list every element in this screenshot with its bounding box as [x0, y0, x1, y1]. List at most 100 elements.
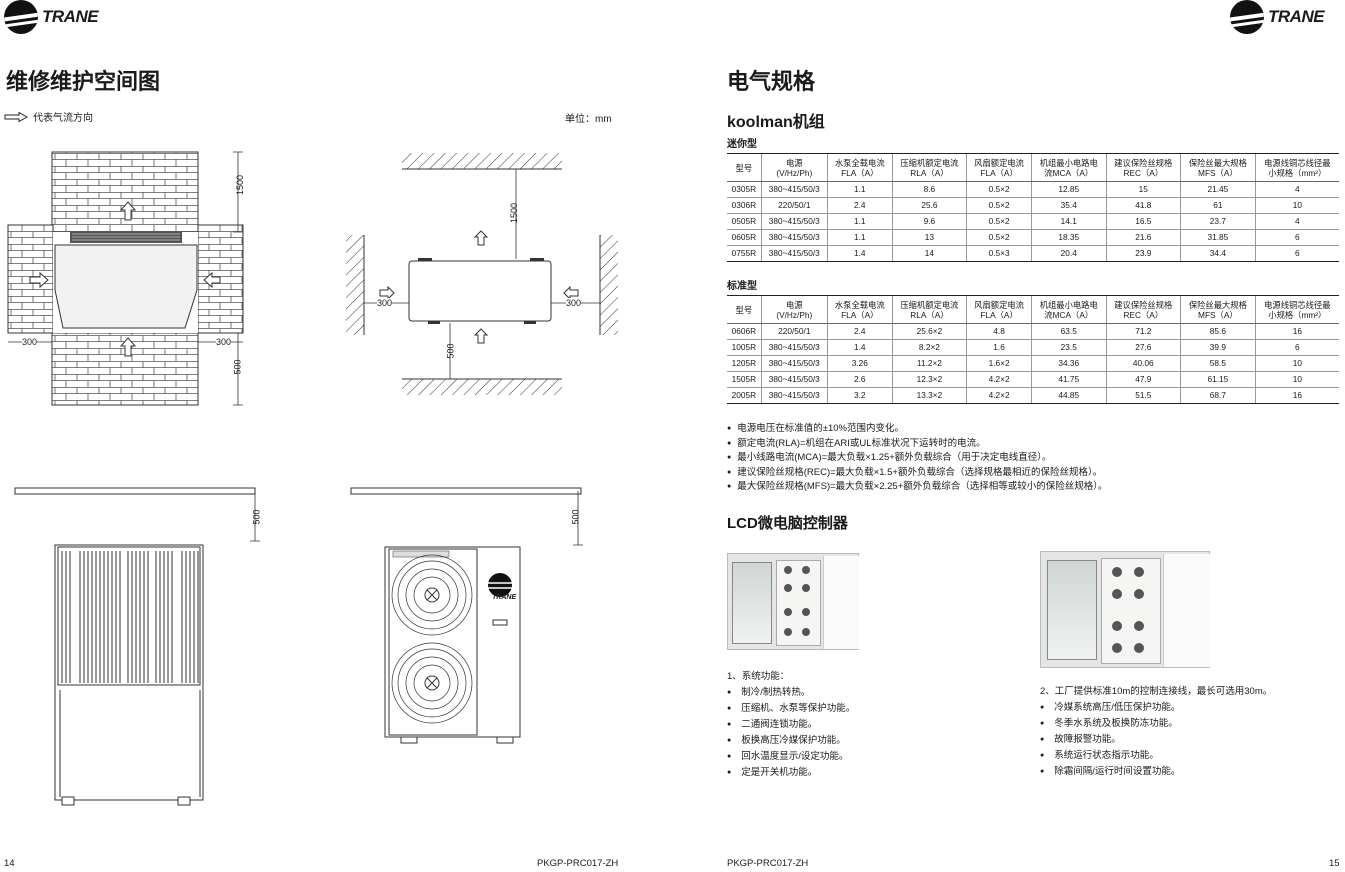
table-cell: 380~415/50/3 [760, 387, 828, 404]
table-cell: 11.2×2 [891, 355, 967, 372]
dim-wall-500: 500 [445, 343, 456, 359]
table-cell: 13 [891, 229, 967, 246]
table-cell: 35.4 [1030, 197, 1107, 214]
trane-logo-icon [1230, 0, 1264, 34]
table-cell: 27.6 [1105, 339, 1181, 356]
func1-item: 二通阀连锁功能。 [727, 717, 855, 733]
dim-front-500: 500 [570, 509, 581, 525]
standard-header-4: 风扇额定电流 FLA（A） [966, 295, 1032, 324]
standard-header-5: 机组最小电路电 流MCA（A） [1030, 295, 1107, 324]
func2-item: 系统运行状态指示功能。 [1040, 748, 1272, 764]
note-item: 电源电压在标准值的±10%范围内变化。 [727, 422, 1108, 437]
table-cell: 1.6 [966, 339, 1032, 356]
table-cell: 20.4 [1030, 245, 1107, 262]
table-cell: 8.6 [891, 181, 967, 198]
mini-header-6: 建议保险丝规格 REC（A） [1105, 153, 1181, 182]
table-cell: 4 [1254, 213, 1339, 230]
func1-item: 压缩机、水泵等保护功能。 [727, 701, 855, 717]
trane-logo-icon [4, 0, 38, 34]
table-cell: 380~415/50/3 [760, 245, 828, 262]
table-cell: 1505R [727, 371, 762, 388]
table-cell: 44.85 [1030, 387, 1107, 404]
table-cell: 6 [1254, 245, 1339, 262]
table-cell: 51.5 [1105, 387, 1181, 404]
trane-logo-text: TRANE [1268, 7, 1325, 26]
table-cell: 2005R [727, 387, 762, 404]
table-cell: 1.4 [826, 245, 893, 262]
table-cell: 16 [1254, 323, 1339, 340]
table-cell: 0.5×2 [966, 197, 1032, 214]
section-koolman: koolman机组 [727, 114, 825, 131]
table-cell: 1.6×2 [966, 355, 1032, 372]
table-cell: 10 [1254, 355, 1339, 372]
table-cell: 0.5×2 [966, 181, 1032, 198]
airflow-legend: 代表气流方向 [4, 109, 93, 124]
control-functions-block: 2、工厂提供标准10m的控制连接线，最长可选用30m。 冷媒系统高压/低压保护功… [1040, 684, 1272, 780]
standard-header-2: 水泵全载电流 FLA（A） [826, 295, 893, 324]
standard-header-1: 电源 (V/Hz/Ph) [760, 295, 828, 324]
table-cell: 15 [1105, 181, 1181, 198]
standard-header-3: 压缩机额定电流 RLA（A） [891, 295, 967, 324]
table-cell: 2.4 [826, 323, 893, 340]
table-cell: 380~415/50/3 [760, 229, 828, 246]
table-cell: 13.3×2 [891, 387, 967, 404]
airflow-arrow-icon [4, 111, 28, 122]
table-cell: 41.8 [1105, 197, 1181, 214]
table-cell: 39.9 [1180, 339, 1256, 356]
trane-logo-text: TRANE [42, 7, 99, 26]
side-elevation-diagram [14, 487, 260, 806]
table-cell: 85.6 [1180, 323, 1256, 340]
table-cell: 4.2×2 [966, 387, 1032, 404]
note-item: 最小线路电流(MCA)=最大负载×1.25+额外负载综合（用于决定电线直径）。 [727, 451, 1108, 466]
mini-header-5: 机组最小电路电 流MCA（A） [1030, 153, 1107, 182]
system-functions-block: 1、系统功能： 制冷/制热转热。 压缩机、水泵等保护功能。 二通阀连锁功能。 板… [727, 669, 855, 781]
mini-header-4: 风扇额定电流 FLA（A） [966, 153, 1032, 182]
table-cell: 0755R [727, 245, 762, 262]
dim-side-500: 500 [251, 509, 262, 525]
table-cell: 380~415/50/3 [760, 213, 828, 230]
lcd-controller-image-1 [727, 553, 859, 650]
table-cell: 1.1 [826, 229, 893, 246]
mini-spec-table: 型号电源 (V/Hz/Ph)水泵全载电流 FLA（A）压缩机额定电流 RLA（A… [727, 153, 1339, 262]
table-cell: 0605R [727, 229, 762, 246]
doc-code-right: PKGP-PRC017-ZH [727, 858, 809, 869]
table-cell: 220/50/1 [760, 323, 828, 340]
dim-wall-right-300: 300 [566, 298, 582, 308]
dim-top-1500: 1500 [235, 174, 246, 196]
table-cell: 4 [1254, 181, 1339, 198]
note-item: 额定电流(RLA)=机组在ARI或UL标准状况下运转时的电流。 [727, 437, 1108, 452]
table-cell: 16 [1254, 387, 1339, 404]
table-cell: 1.4 [826, 339, 893, 356]
standard-header-8: 电源线铜芯线径最 小规格（mm²） [1254, 295, 1339, 324]
front-elevation-diagram [350, 487, 583, 744]
table-cell: 47.9 [1105, 371, 1181, 388]
table-cell: 23.7 [1180, 213, 1256, 230]
dim-left-300: 300 [22, 337, 38, 347]
table-cell: 1005R [727, 339, 762, 356]
trane-logo: TRANE [4, 0, 99, 34]
table-cell: 220/50/1 [760, 197, 828, 214]
note-item: 建议保险丝规格(REC)=最大负载×1.5+额外负载综合（选择规格最相近的保险丝… [727, 466, 1108, 481]
table-cell: 380~415/50/3 [760, 355, 828, 372]
dim-right-300: 300 [216, 337, 232, 347]
table-cell: 61.15 [1180, 371, 1256, 388]
mini-header-8: 电源线铜芯线径最 小规格（mm²） [1254, 153, 1339, 182]
dim-wall-1500: 1500 [509, 202, 520, 224]
table-cell: 18.35 [1030, 229, 1107, 246]
table-cell: 12.3×2 [891, 371, 967, 388]
func1-item: 回水温度显示/设定功能。 [727, 749, 855, 765]
top-view-wall-diagram [346, 153, 618, 395]
table-cell: 16.5 [1105, 213, 1181, 230]
dim-bottom-500: 500 [232, 359, 243, 375]
func1-item: 板换高压冷媒保护功能。 [727, 733, 855, 749]
mini-header-2: 水泵全载电流 FLA（A） [826, 153, 893, 182]
table-cell: 0.5×3 [966, 245, 1032, 262]
table-cell: 61 [1180, 197, 1256, 214]
